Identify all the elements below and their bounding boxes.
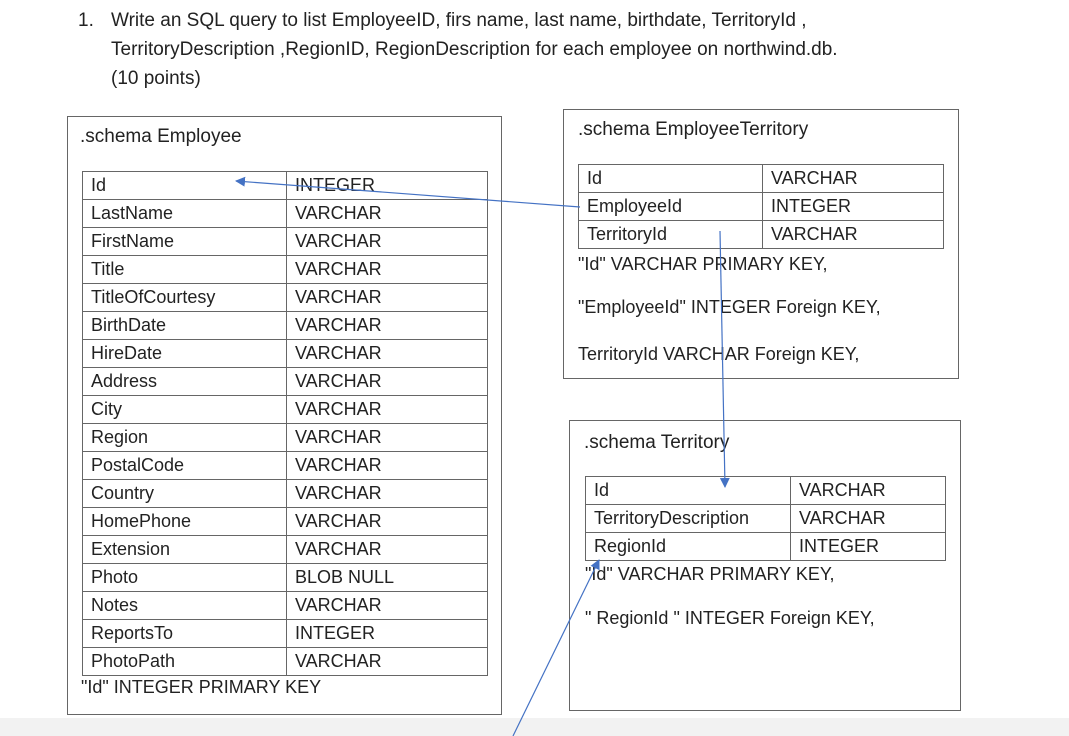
employee-column-name: PhotoPath: [82, 647, 287, 676]
employee-column-name: FirstName: [82, 227, 287, 256]
employee-column-name: Country: [82, 479, 287, 508]
employee-column-name: Title: [82, 255, 287, 284]
employee-column-name: Extension: [82, 535, 287, 564]
employee-column-type: VARCHAR: [286, 283, 488, 312]
territory-column-type: VARCHAR: [790, 504, 946, 533]
territory-column-type: INTEGER: [790, 532, 946, 561]
question-line-1: Write an SQL query to list EmployeeID, f…: [111, 10, 807, 31]
page-bottom-band: [0, 718, 1069, 736]
employee-territory-column-name: EmployeeId: [578, 192, 763, 221]
employee-primary-key-note: "Id" INTEGER PRIMARY KEY: [81, 677, 322, 697]
employee-column-type: VARCHAR: [286, 535, 488, 564]
territory-column-type: VARCHAR: [790, 476, 946, 505]
employee-column-name: City: [82, 395, 287, 424]
territory-note-2: " RegionId " INTEGER Foreign KEY,: [585, 608, 875, 628]
employee-column-type: INTEGER: [286, 619, 488, 648]
employee-column-type: VARCHAR: [286, 647, 488, 676]
employee-column-type: VARCHAR: [286, 367, 488, 396]
employee-territory-column-name: TerritoryId: [578, 220, 763, 249]
employee-column-name: Notes: [82, 591, 287, 620]
employee-column-type: VARCHAR: [286, 311, 488, 340]
employee-column-name: TitleOfCourtesy: [82, 283, 287, 312]
employee-territory-column-type: VARCHAR: [762, 220, 944, 249]
employee-column-type: VARCHAR: [286, 199, 488, 228]
employee-territory-note-3: TerritoryId VARCHAR Foreign KEY,: [578, 344, 860, 364]
employee-column-type: VARCHAR: [286, 227, 488, 256]
employee-column-type: VARCHAR: [286, 255, 488, 284]
territory-note-1: "Id" VARCHAR PRIMARY KEY,: [585, 564, 835, 584]
employee-column-type: VARCHAR: [286, 339, 488, 368]
employee-column-type: VARCHAR: [286, 395, 488, 424]
employee-territory-note-2: "EmployeeId" INTEGER Foreign KEY,: [578, 297, 881, 317]
employee-column-name: ReportsTo: [82, 619, 287, 648]
employee-column-name: HomePhone: [82, 507, 287, 536]
employee-column-name: HireDate: [82, 339, 287, 368]
employee-column-type: VARCHAR: [286, 479, 488, 508]
territory-column-name: RegionId: [585, 532, 791, 561]
employee-column-name: Photo: [82, 563, 287, 592]
question-number: 1.: [78, 10, 94, 31]
territory-schema-title: .schema Territory: [584, 432, 730, 453]
employee-column-type: VARCHAR: [286, 507, 488, 536]
territory-column-name: TerritoryDescription: [585, 504, 791, 533]
employee-schema-title: .schema Employee: [80, 126, 242, 147]
employee-territory-column-type: VARCHAR: [762, 164, 944, 193]
employee-column-name: LastName: [82, 199, 287, 228]
employee-column-name: Id: [82, 171, 287, 200]
employee-territory-schema-title: .schema EmployeeTerritory: [578, 119, 809, 140]
employee-territory-column-type: INTEGER: [762, 192, 944, 221]
employee-column-name: PostalCode: [82, 451, 287, 480]
employee-territory-note-1: "Id" VARCHAR PRIMARY KEY,: [578, 254, 828, 274]
territory-column-name: Id: [585, 476, 791, 505]
employee-column-name: Region: [82, 423, 287, 452]
employee-column-type: INTEGER: [286, 171, 488, 200]
employee-territory-column-name: Id: [578, 164, 763, 193]
question-line-3: (10 points): [111, 68, 201, 89]
employee-column-type: VARCHAR: [286, 423, 488, 452]
question-line-2: TerritoryDescription ,RegionID, RegionDe…: [111, 39, 838, 60]
employee-column-name: Address: [82, 367, 287, 396]
employee-column-type: VARCHAR: [286, 591, 488, 620]
employee-column-name: BirthDate: [82, 311, 287, 340]
employee-column-type: BLOB NULL: [286, 563, 488, 592]
employee-column-type: VARCHAR: [286, 451, 488, 480]
